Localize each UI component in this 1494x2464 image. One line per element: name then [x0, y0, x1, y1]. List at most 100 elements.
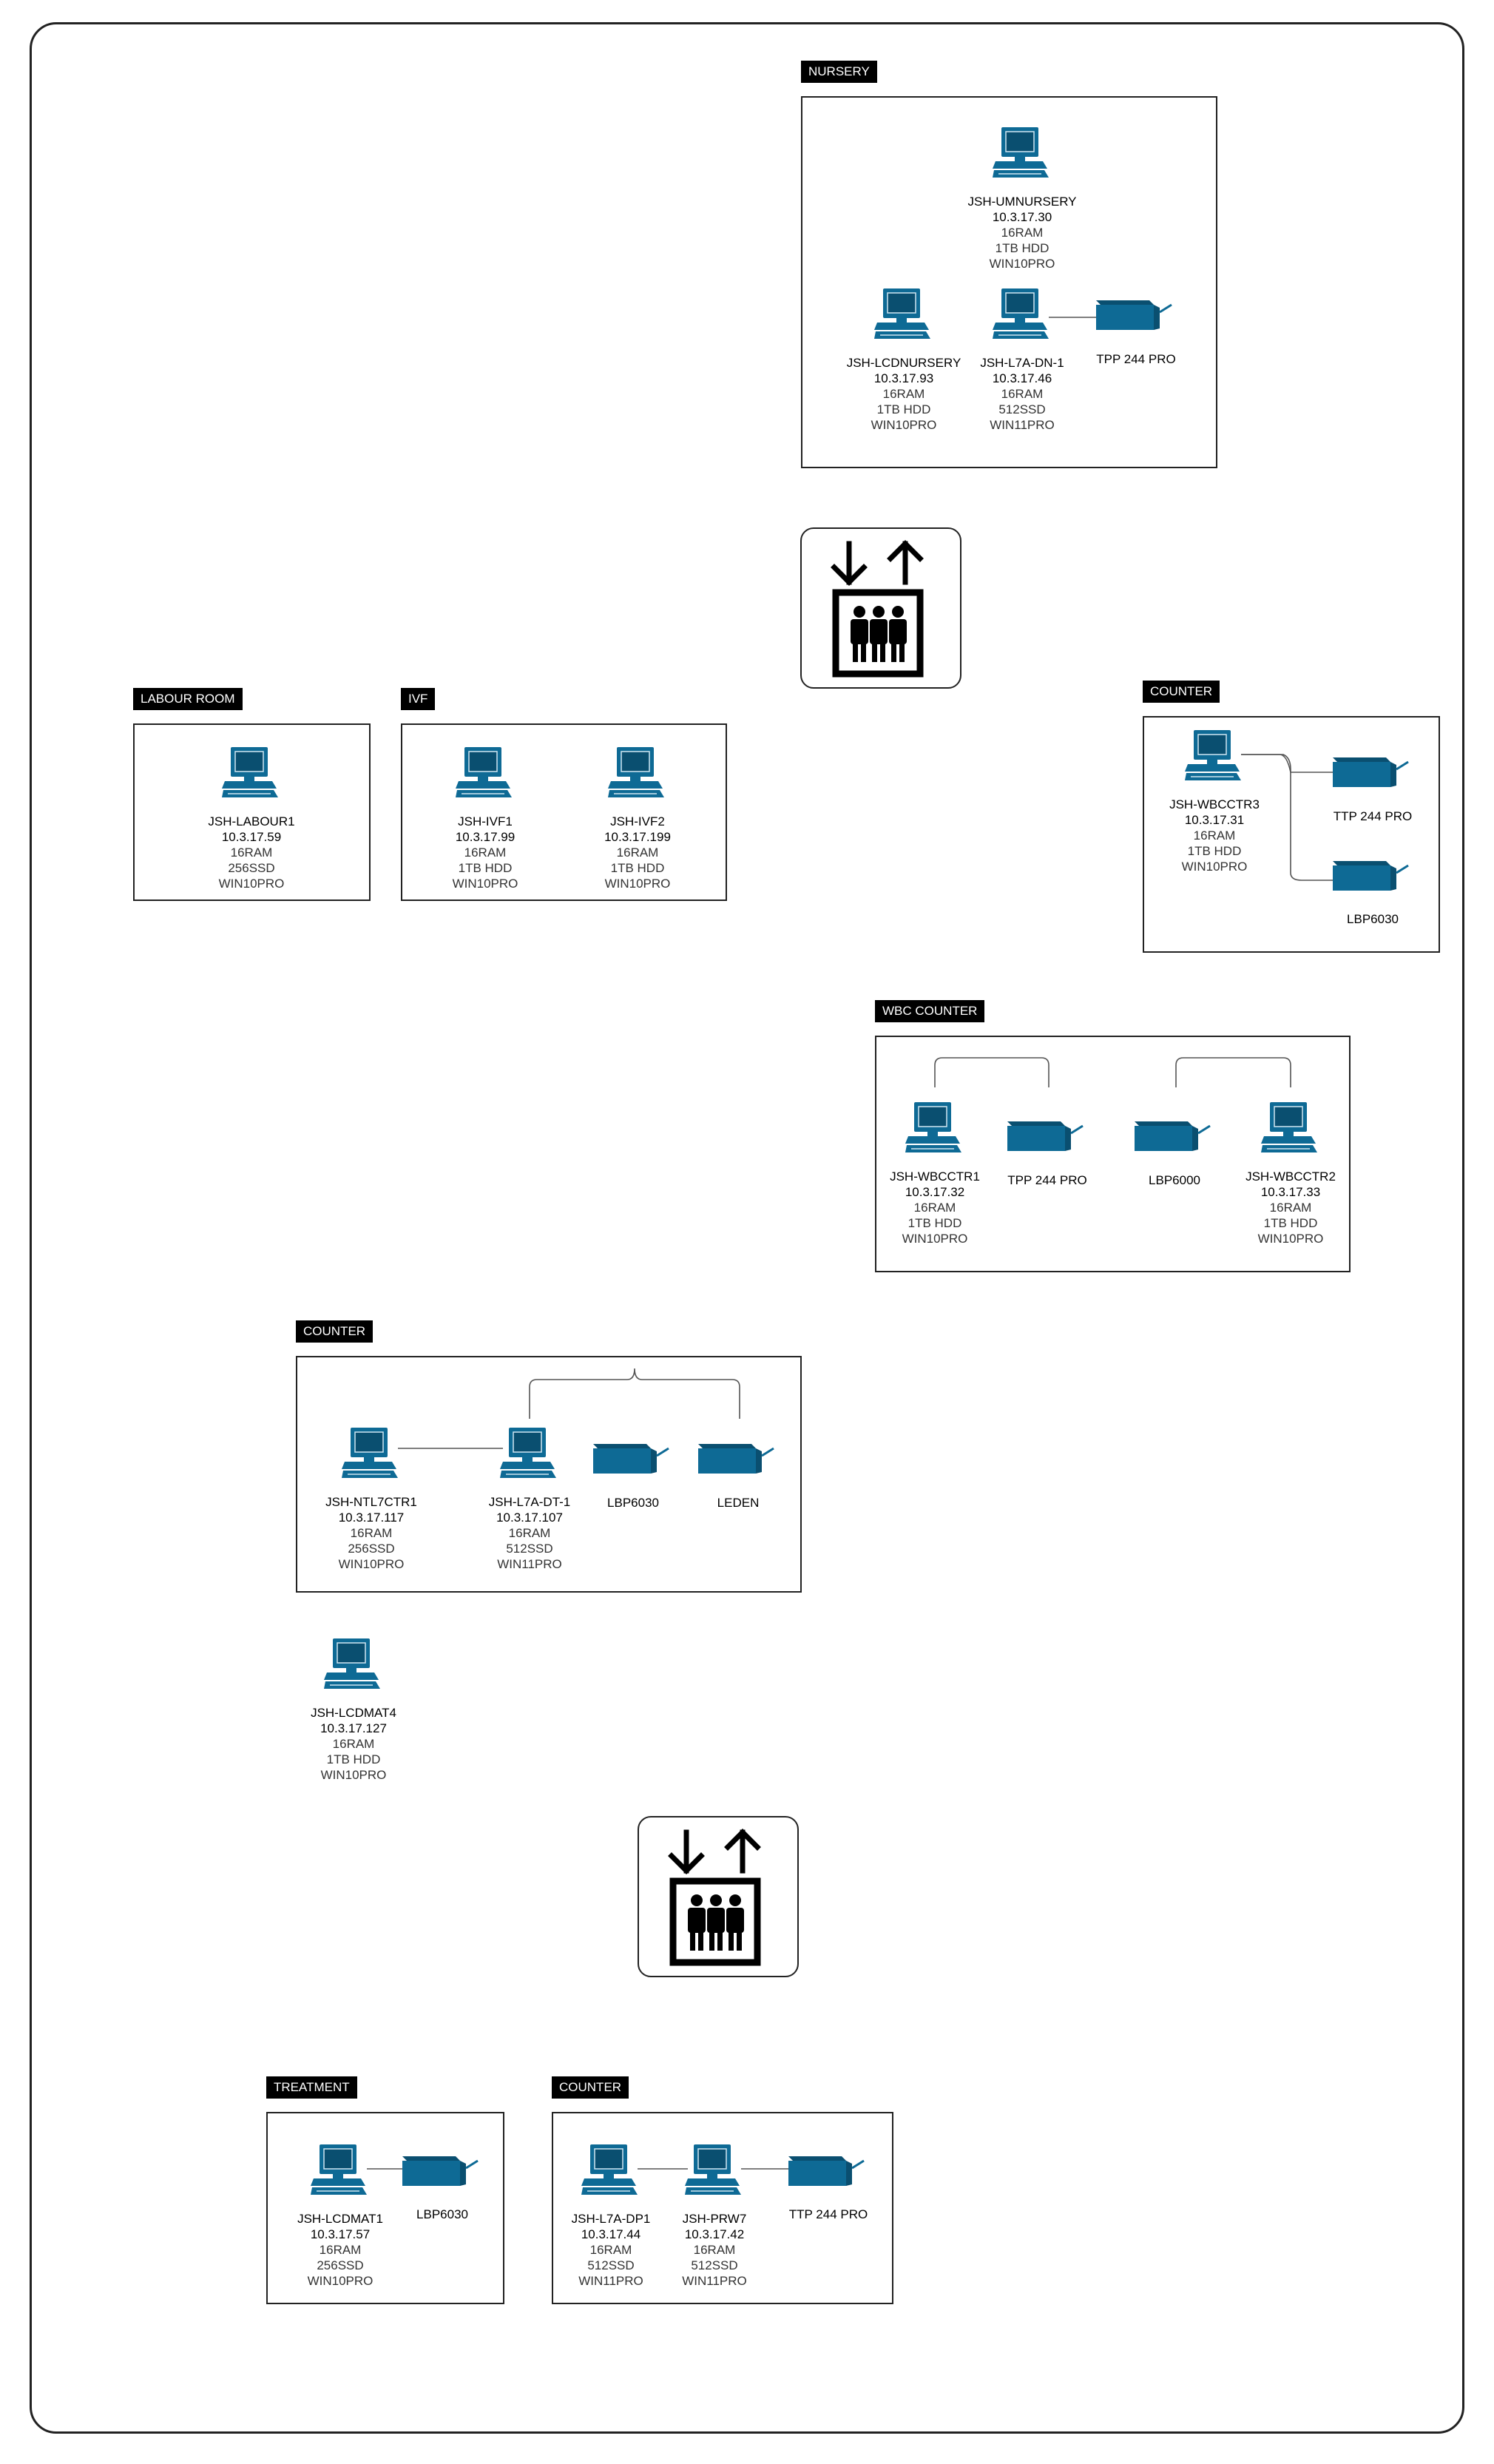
printer-label: TTP 244 PRO	[1333, 809, 1413, 823]
printer-label: LBP6000	[1149, 1173, 1200, 1187]
printer-counter-b-lbp[interactable]	[589, 1438, 670, 1476]
computer-spec: WIN10PRO	[871, 418, 937, 432]
computer-spec: 16RAM	[464, 845, 507, 860]
desktop-computer-icon	[685, 2144, 741, 2195]
printer-icon	[1007, 1121, 1084, 1151]
computer-name: JSH-LCDNURSERY	[846, 356, 961, 370]
computer-spec: 512SSD	[587, 2258, 635, 2272]
computer-name: JSH-IVF2	[610, 814, 665, 828]
computer-spec: 1TB HDD	[610, 861, 665, 875]
computer-spec: 1TB HDD	[326, 1752, 381, 1766]
printer-icon	[593, 1444, 669, 1474]
desktop-computer-icon	[500, 1428, 556, 1478]
computer-name: JSH-WBCCTR3	[1169, 797, 1260, 811]
computer-name: JSH-LCDMAT1	[297, 2212, 383, 2226]
computer-spec: 16RAM	[1001, 387, 1044, 401]
computer-spec: 256SSD	[228, 861, 275, 875]
computer-spec: 16RAM	[913, 1201, 956, 1215]
computer-spec: WIN10PRO	[1257, 1232, 1324, 1246]
elevator	[800, 527, 961, 689]
computer-ivf1[interactable]	[456, 746, 515, 799]
computer-ntl7ctr1[interactable]	[342, 1426, 401, 1479]
computer-spec: 16RAM	[230, 845, 273, 860]
computer-name: JSH-L7A-DP1	[571, 2212, 651, 2226]
computer-ip: 10.3.17.31	[1184, 813, 1245, 827]
desktop-computer-icon	[1261, 1102, 1317, 1152]
computer-umnursery[interactable]	[993, 126, 1052, 179]
printer-nursery-tpp[interactable]	[1092, 294, 1173, 333]
computer-spec: 16RAM	[508, 1526, 551, 1540]
desktop-computer-icon	[324, 1638, 380, 1689]
computer-name: JSH-UMNURSERY	[967, 195, 1077, 209]
computer-spec: WIN10PRO	[604, 877, 671, 891]
printer-counter-a-ttp[interactable]	[1328, 752, 1410, 790]
computer-ip: 10.3.17.117	[338, 1511, 405, 1525]
desktop-computer-icon	[993, 288, 1049, 339]
computer-ip: 10.3.17.46	[992, 371, 1052, 385]
computer-spec: 256SSD	[317, 2258, 364, 2272]
computer-ivf2[interactable]	[608, 746, 667, 799]
printer-counter-b-leden[interactable]	[694, 1438, 775, 1476]
printer-label: LBP6030	[1347, 912, 1399, 926]
computer-spec: WIN11PRO	[578, 2274, 643, 2288]
elevator-icon	[668, 1829, 761, 1966]
computer-ip: 10.3.17.93	[873, 371, 934, 385]
printer-icon	[1333, 757, 1409, 787]
computer-ip: 10.3.17.199	[604, 830, 671, 844]
link-dt1-printers	[529, 1368, 740, 1419]
printer-icon	[698, 1444, 774, 1474]
computer-l7a-dn1[interactable]	[993, 287, 1052, 340]
computer-spec: 512SSD	[506, 1542, 553, 1556]
printer-counter-a-lbp[interactable]	[1328, 855, 1410, 894]
computer-wbcctr2[interactable]	[1261, 1101, 1320, 1154]
computer-name: JSH-WBCCTR1	[890, 1169, 980, 1184]
computer-spec: WIN10PRO	[902, 1232, 968, 1246]
computer-spec: 16RAM	[693, 2243, 736, 2257]
computer-name: JSH-PRW7	[682, 2212, 747, 2226]
printer-wbc-tpp[interactable]	[1003, 1115, 1084, 1154]
computer-ip: 10.3.17.59	[221, 830, 282, 844]
computer-lcdmat4[interactable]	[324, 1637, 383, 1690]
computer-name: JSH-LABOUR1	[208, 814, 295, 828]
computer-spec: WIN10PRO	[1181, 860, 1248, 874]
computer-spec: 16RAM	[319, 2243, 362, 2257]
elevator-icon	[831, 540, 924, 678]
computer-name: JSH-L7A-DN-1	[980, 356, 1064, 370]
printer-counter-c-ttp[interactable]	[784, 2150, 865, 2189]
desktop-computer-icon	[905, 1102, 961, 1152]
computer-labour1[interactable]	[222, 746, 281, 799]
computer-spec: 512SSD	[998, 402, 1046, 416]
computer-lcdnursery[interactable]	[874, 287, 933, 340]
group-box-labour	[133, 723, 371, 901]
computer-lcdmat1[interactable]	[311, 2143, 370, 2196]
computer-l7a-dt1[interactable]	[500, 1426, 559, 1479]
printer-label: LBP6030	[416, 2207, 468, 2221]
printer-label: TPP 244 PRO	[1007, 1173, 1087, 1187]
printer-treatment-lbp[interactable]	[398, 2150, 479, 2189]
group-box-wbc	[875, 1036, 1351, 1272]
printer-wbc-lbp[interactable]	[1130, 1115, 1211, 1154]
computer-spec: 1TB HDD	[1263, 1216, 1318, 1230]
computer-spec: WIN10PRO	[307, 2274, 374, 2288]
group-label-treatment: TREATMENT	[266, 2076, 357, 2099]
computer-prw7[interactable]	[685, 2143, 744, 2196]
computer-spec: 16RAM	[882, 387, 925, 401]
desktop-computer-icon	[311, 2144, 367, 2195]
printer-label: TTP 244 PRO	[788, 2207, 868, 2221]
printer-label: TPP 244 PRO	[1096, 352, 1176, 366]
computer-wbcctr1[interactable]	[905, 1101, 964, 1154]
computer-ip: 10.3.17.42	[684, 2227, 745, 2241]
computer-wbcctr3[interactable]	[1185, 729, 1244, 782]
computer-spec: 256SSD	[348, 1542, 395, 1556]
computer-l7a-dp1[interactable]	[581, 2143, 640, 2196]
